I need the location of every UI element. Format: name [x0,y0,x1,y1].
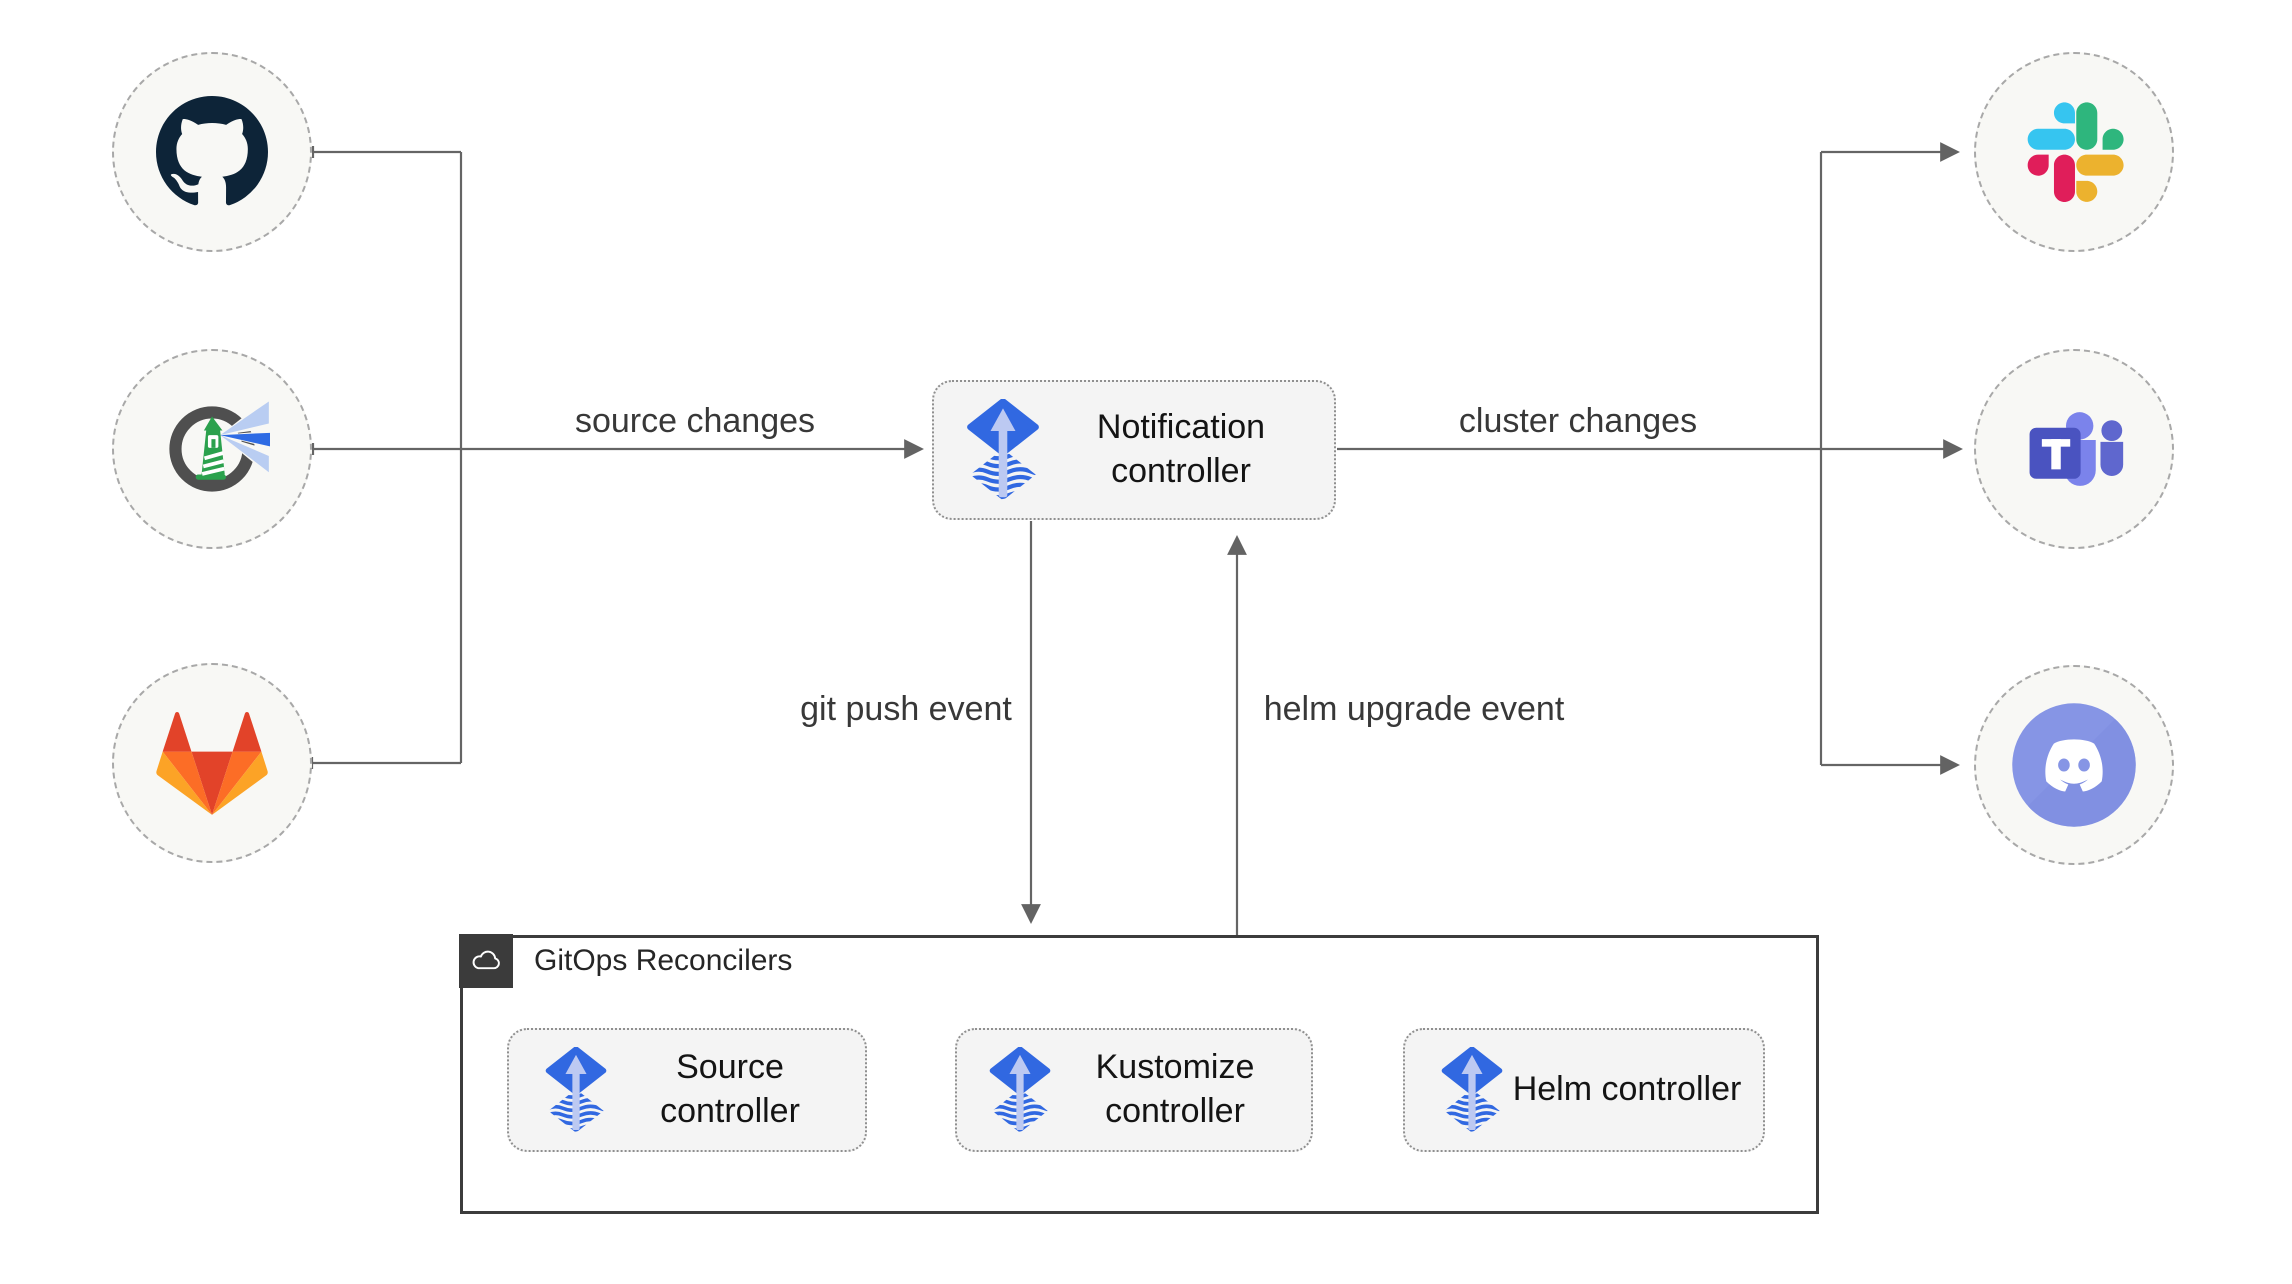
node-helm-controller: Helm controller [1403,1028,1765,1152]
node-source-controller: Source controller [507,1028,867,1152]
group-badge [459,934,513,988]
discord-icon [2012,703,2136,827]
flux-icon [964,399,1042,502]
harbor-icon [169,396,270,492]
node-kustomize-controller: Kustomize controller [955,1028,1313,1152]
endpoint-github [112,52,312,252]
connection-ticks [310,146,315,769]
endpoint-slack [1974,52,2174,252]
node-label: Notification controller [1096,408,1266,490]
slack-icon [2027,102,2124,202]
group-title: GitOps Reconcilers [534,944,793,977]
edge-label-helm-upgrade-event: helm upgrade event [1263,690,1565,728]
edge-label-source-changes: source changes [574,402,816,440]
cloud-icon [472,950,500,970]
flux-icon [1439,1047,1505,1134]
node-label: Helm controller [1512,1070,1742,1109]
endpoint-discord [1974,665,2174,865]
endpoint-harbor [112,349,312,549]
flux-icon [543,1047,609,1134]
endpoint-teams [1974,349,2174,549]
node-notification-controller: Notification controller [932,380,1336,520]
teams-icon [2029,411,2124,486]
github-icon [156,96,268,206]
node-label: Kustomize controller [1095,1048,1255,1130]
endpoint-gitlab [112,663,312,863]
flux-icon [987,1047,1053,1134]
node-label: Source controller [660,1048,800,1130]
edge-label-cluster-changes: cluster changes [1458,402,1698,440]
edge-label-git-push-event: git push event [800,690,1012,728]
gitlab-icon [156,711,268,815]
